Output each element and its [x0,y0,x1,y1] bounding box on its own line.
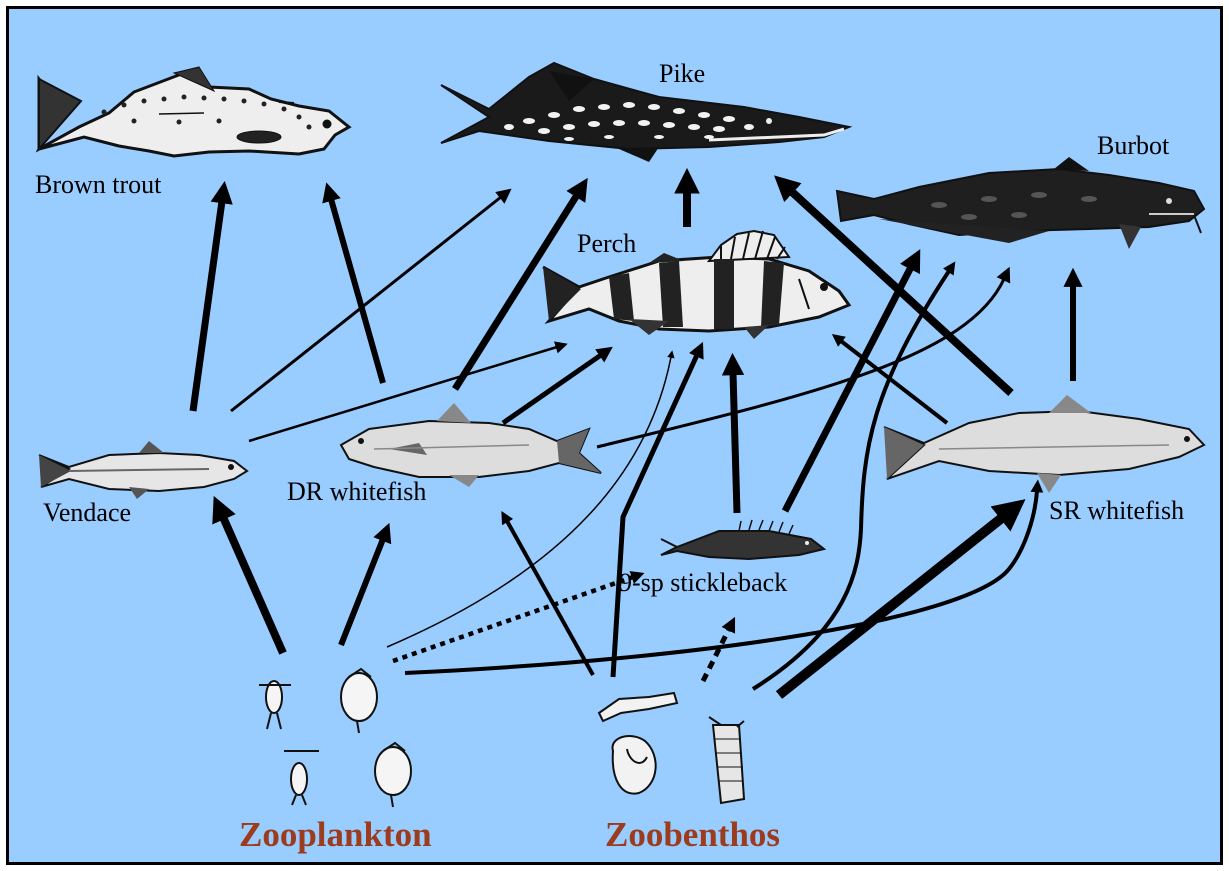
label-brown-trout: Brown trout [35,172,161,198]
label-zooplankton: Zooplankton [239,817,432,852]
label-zoobenthos: Zoobenthos [605,817,780,852]
label-perch: Perch [577,231,636,257]
label-vendace: Vendace [43,500,131,526]
food-web-diagram: Brown trout Pike Burbot Perch Vendace DR… [6,6,1223,865]
label-pike: Pike [659,61,705,87]
arrow-stickleback-to-perch [733,373,737,513]
label-dr-whitefish: DR whitefish [287,479,426,505]
label-stickleback: 9-sp stickleback [619,570,787,596]
label-sr-whitefish: SR whitefish [1049,498,1184,524]
food-web-canvas [9,9,1220,862]
label-burbot: Burbot [1097,133,1169,159]
